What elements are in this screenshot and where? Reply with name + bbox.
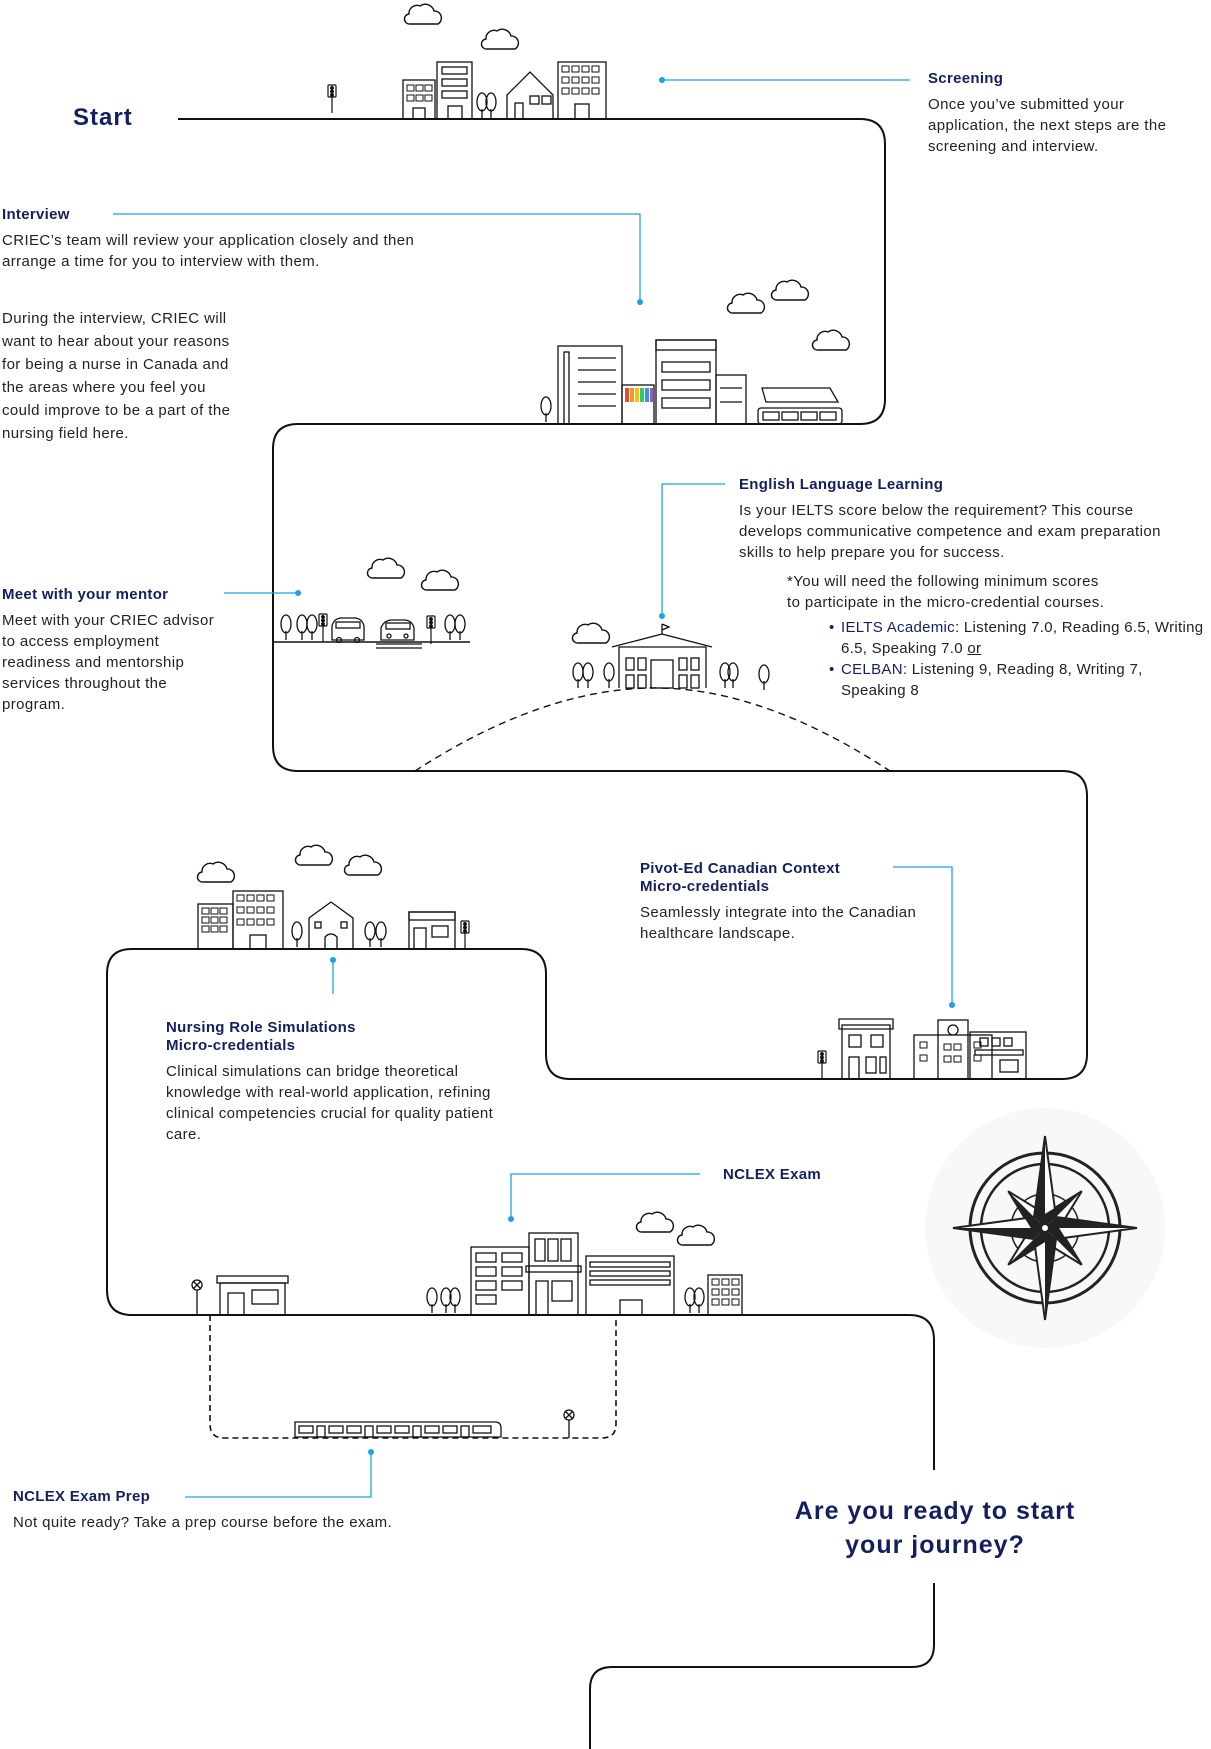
interview-step: Interview CRIEC’s team will review your …: [2, 206, 452, 272]
journey-path: [106, 118, 1088, 1749]
interview-body-2: During the interview, CRIEC will want to…: [2, 310, 231, 442]
english-title: English Language Learning: [739, 476, 944, 493]
mentor-step: Meet with your mentor Meet with your CRI…: [2, 586, 217, 715]
cta-line-1: Are you ready to start: [794, 1497, 1076, 1525]
hill-outline: [414, 687, 891, 772]
ielts-scores: : Listening 7.0, Reading 6.5, Writing 6.…: [841, 619, 1204, 657]
interview-title: Interview: [2, 206, 70, 223]
mentor-body: Meet with your CRIEC advisor to access e…: [2, 612, 215, 713]
mentor-scene: [280, 557, 466, 649]
start-label: Start: [73, 104, 133, 131]
pivot-body: Seamlessly integrate into the Canadian h…: [640, 904, 917, 942]
nursing-step: Nursing Role Simulations Micro-credentia…: [166, 1019, 531, 1145]
ielts-label: IELTS Academic: [841, 619, 955, 636]
english-body: Is your IELTS score below the requiremen…: [739, 502, 1161, 561]
school-scene: [571, 622, 770, 691]
interview-body-1: CRIEC’s team will review your applicatio…: [2, 232, 415, 270]
prep-detour-path: [209, 1315, 617, 1439]
pivot-title: Pivot-Ed Canadian Context Micro-credenti…: [640, 860, 841, 895]
cta-heading: Are you ready to start your journey?: [760, 1494, 1110, 1562]
screening-step: Screening Once you’ve submitted your app…: [928, 70, 1193, 157]
nclex-title: NCLEX Exam: [723, 1166, 822, 1183]
pivot-step: Pivot-Ed Canadian Context Micro-credenti…: [640, 860, 920, 944]
screening-body: Once you’ve submitted your application, …: [928, 96, 1167, 155]
ielts-requirement: IELTS Academic: Listening 7.0, Reading 6…: [829, 617, 1211, 659]
nursing-body: Clinical simulations can bridge theoreti…: [166, 1063, 494, 1143]
train: [294, 1409, 575, 1438]
celban-scores: : Listening 9, Reading 8, Writing 7, Spe…: [841, 661, 1143, 699]
ielts-or: or: [967, 640, 982, 657]
english-step: English Language Learning Is your IELTS …: [739, 476, 1203, 701]
nursing-title: Nursing Role Simulations Micro-credentia…: [166, 1019, 356, 1054]
pivot-scene: [817, 1018, 1027, 1080]
nclex-prep-body: Not quite ready? Take a prep course befo…: [13, 1514, 393, 1531]
english-note: *You will need the following minimum sco…: [787, 573, 1105, 611]
celban-label: CELBAN: [841, 661, 903, 678]
mentor-title: Meet with your mentor: [2, 586, 169, 603]
compass-icon: [925, 1108, 1165, 1348]
start-cityscape: [327, 3, 607, 120]
nclex-scene: [191, 1211, 743, 1316]
interview-cityscape: [540, 279, 851, 425]
celban-requirement: CELBAN: Listening 9, Reading 8, Writing …: [829, 659, 1211, 701]
nclex-prep-step: NCLEX Exam Prep Not quite ready? Take a …: [13, 1488, 483, 1533]
nursing-scene: [196, 844, 470, 950]
score-requirements: IELTS Academic: Listening 7.0, Reading 6…: [825, 617, 1211, 701]
cta-line-2: your journey?: [845, 1531, 1025, 1559]
screening-title: Screening: [928, 70, 1004, 87]
nclex-prep-title: NCLEX Exam Prep: [13, 1488, 151, 1505]
